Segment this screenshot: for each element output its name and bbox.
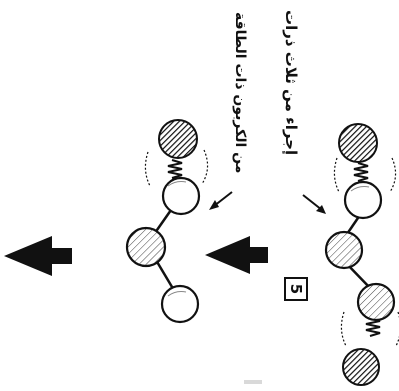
atom-ball [160, 284, 200, 324]
atom-ball-shaded [324, 230, 364, 270]
carbon-atom-hot [158, 119, 198, 159]
caption-a-pointer [302, 194, 326, 214]
spring-icon [365, 317, 381, 337]
carbon-atom-hot [338, 123, 378, 163]
atom-ball [161, 176, 201, 216]
vibration-marks [144, 149, 209, 187]
atom-ball [343, 180, 383, 220]
spring-icon [353, 162, 369, 182]
vibration-marks [333, 157, 399, 347]
left-molecule-caption: إجراء من ثلاث ذرات [282, 10, 300, 156]
atom-ball-shaded [356, 282, 396, 322]
caption-b-pointer [209, 191, 233, 210]
middle-caption: من الكربون ذات الطاقة [232, 12, 248, 174]
spring-icon [167, 159, 183, 179]
atom-ball-shaded [125, 226, 167, 268]
left-arrow-icon [4, 236, 72, 276]
step-number-badge: 5 [284, 277, 308, 301]
divider [244, 380, 262, 384]
middle-arrow-icon [205, 236, 268, 274]
reactant-molecule [324, 123, 399, 386]
carbon-atom-hot [342, 348, 380, 386]
product-molecule [125, 119, 209, 324]
